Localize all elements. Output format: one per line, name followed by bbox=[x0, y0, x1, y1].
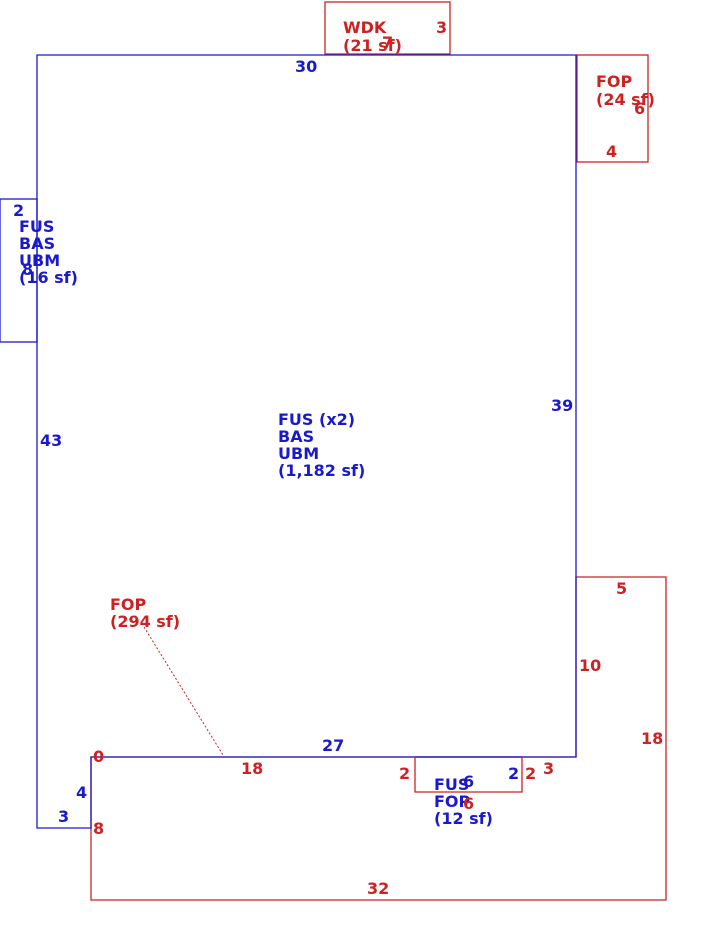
wdk-label: WDK (21 sf) bbox=[343, 18, 402, 55]
dim-left-bump-top: 2 bbox=[13, 201, 24, 220]
dim-fop-large-bottom: 32 bbox=[367, 879, 389, 898]
dim-bottom-left-horizontal: 3 bbox=[58, 807, 69, 826]
fop-top-outline bbox=[576, 54, 649, 163]
dim-fop-large-step-bottom: 3 bbox=[543, 759, 554, 778]
dim-fop-large-zero: 0 bbox=[93, 747, 104, 766]
fop-small-outline bbox=[414, 757, 523, 793]
dim-bottom-left-vertical: 4 bbox=[76, 783, 87, 802]
dim-fop-small-left: 2 bbox=[399, 764, 410, 783]
dim-fop-large-right: 18 bbox=[641, 729, 663, 748]
dim-main-left: 43 bbox=[40, 431, 62, 450]
fop-large-label: FOP (294 sf) bbox=[110, 595, 180, 631]
dim-fop-small-width-blue: 6 bbox=[463, 772, 474, 791]
dim-fop-large-step: 10 bbox=[579, 656, 601, 675]
main-area-label: FUS (x2) BAS UBM (1,182 sf) bbox=[278, 410, 365, 480]
left-bump-label: FUS BAS UBM (16 sf) bbox=[19, 217, 78, 287]
dim-fop-large-top: 5 bbox=[616, 579, 627, 598]
wdk-outline bbox=[324, 1, 451, 55]
dim-fop-top-bottom: 4 bbox=[606, 142, 617, 161]
fop-large-leader-line bbox=[143, 626, 224, 756]
main-area-outline bbox=[36, 54, 577, 829]
dim-wdk-width: 7 bbox=[382, 33, 393, 52]
dim-main-top: 30 bbox=[295, 57, 317, 76]
fop-small-label: FUS FOP (12 sf) bbox=[434, 775, 493, 828]
dim-fop-small-right-red: 2 bbox=[525, 764, 536, 783]
dim-fop-large-left: 8 bbox=[93, 819, 104, 838]
dim-fop-small-right: 2 bbox=[508, 764, 519, 783]
dim-fop-small-width-red: 6 bbox=[463, 794, 474, 813]
dim-fop-top-side: 6 bbox=[634, 99, 645, 118]
left-bump-outline bbox=[0, 198, 38, 343]
dim-fop-large-18: 18 bbox=[241, 759, 263, 778]
dim-left-bump-side: 8 bbox=[22, 260, 33, 279]
dim-main-bottom: 27 bbox=[322, 736, 344, 755]
dim-main-right: 39 bbox=[551, 396, 573, 415]
fop-top-label: FOP (24 sf) bbox=[596, 72, 655, 109]
dim-wdk-height: 3 bbox=[436, 18, 447, 37]
